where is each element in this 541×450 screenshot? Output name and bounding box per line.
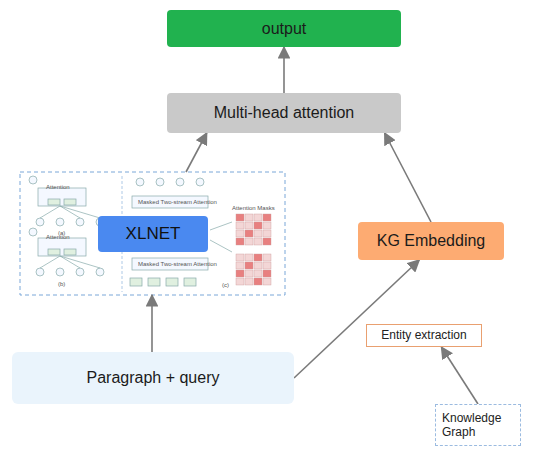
illustration-label: Attention: [46, 184, 70, 190]
node-text: Paragraph + query: [87, 368, 220, 387]
illustration-label: Attention: [46, 234, 70, 240]
model-box: XLNET: [98, 216, 208, 252]
arrow-connector: [385, 133, 431, 222]
illustration-frame: [20, 172, 285, 295]
panel-a-b: [29, 176, 104, 276]
arrow-connector: [283, 47, 285, 93]
attention-box: Multi-head attention: [167, 93, 401, 133]
arrow-connector: [441, 347, 478, 404]
output-box: output: [167, 10, 401, 47]
embedding-box: KG Embedding: [358, 222, 504, 260]
attention-mask-grid: [236, 214, 271, 285]
source-box: Knowledge Graph: [435, 404, 521, 446]
node-text: KG Embedding: [377, 231, 486, 250]
illustration-label: Masked Two-stream Attention: [138, 199, 217, 205]
arrow-connector: [151, 295, 153, 352]
illustration-label: Attention Masks: [232, 205, 275, 211]
arrow-connector: [294, 260, 419, 378]
illustration-label: (c): [222, 282, 229, 288]
node-text: Knowledge Graph: [442, 411, 514, 440]
arrow-connector: [186, 133, 207, 172]
illustration-label: (b): [58, 281, 65, 287]
node-text: Multi-head attention: [214, 103, 355, 122]
node-text: output: [262, 19, 306, 38]
node-text: XLNET: [126, 224, 181, 244]
input-box: Paragraph + query: [12, 352, 294, 404]
process-box: Entity extraction: [366, 324, 482, 347]
node-text: Entity extraction: [381, 328, 466, 342]
illustration-label: (a): [58, 230, 65, 236]
illustration-label: Masked Two-stream Attention: [138, 261, 217, 267]
